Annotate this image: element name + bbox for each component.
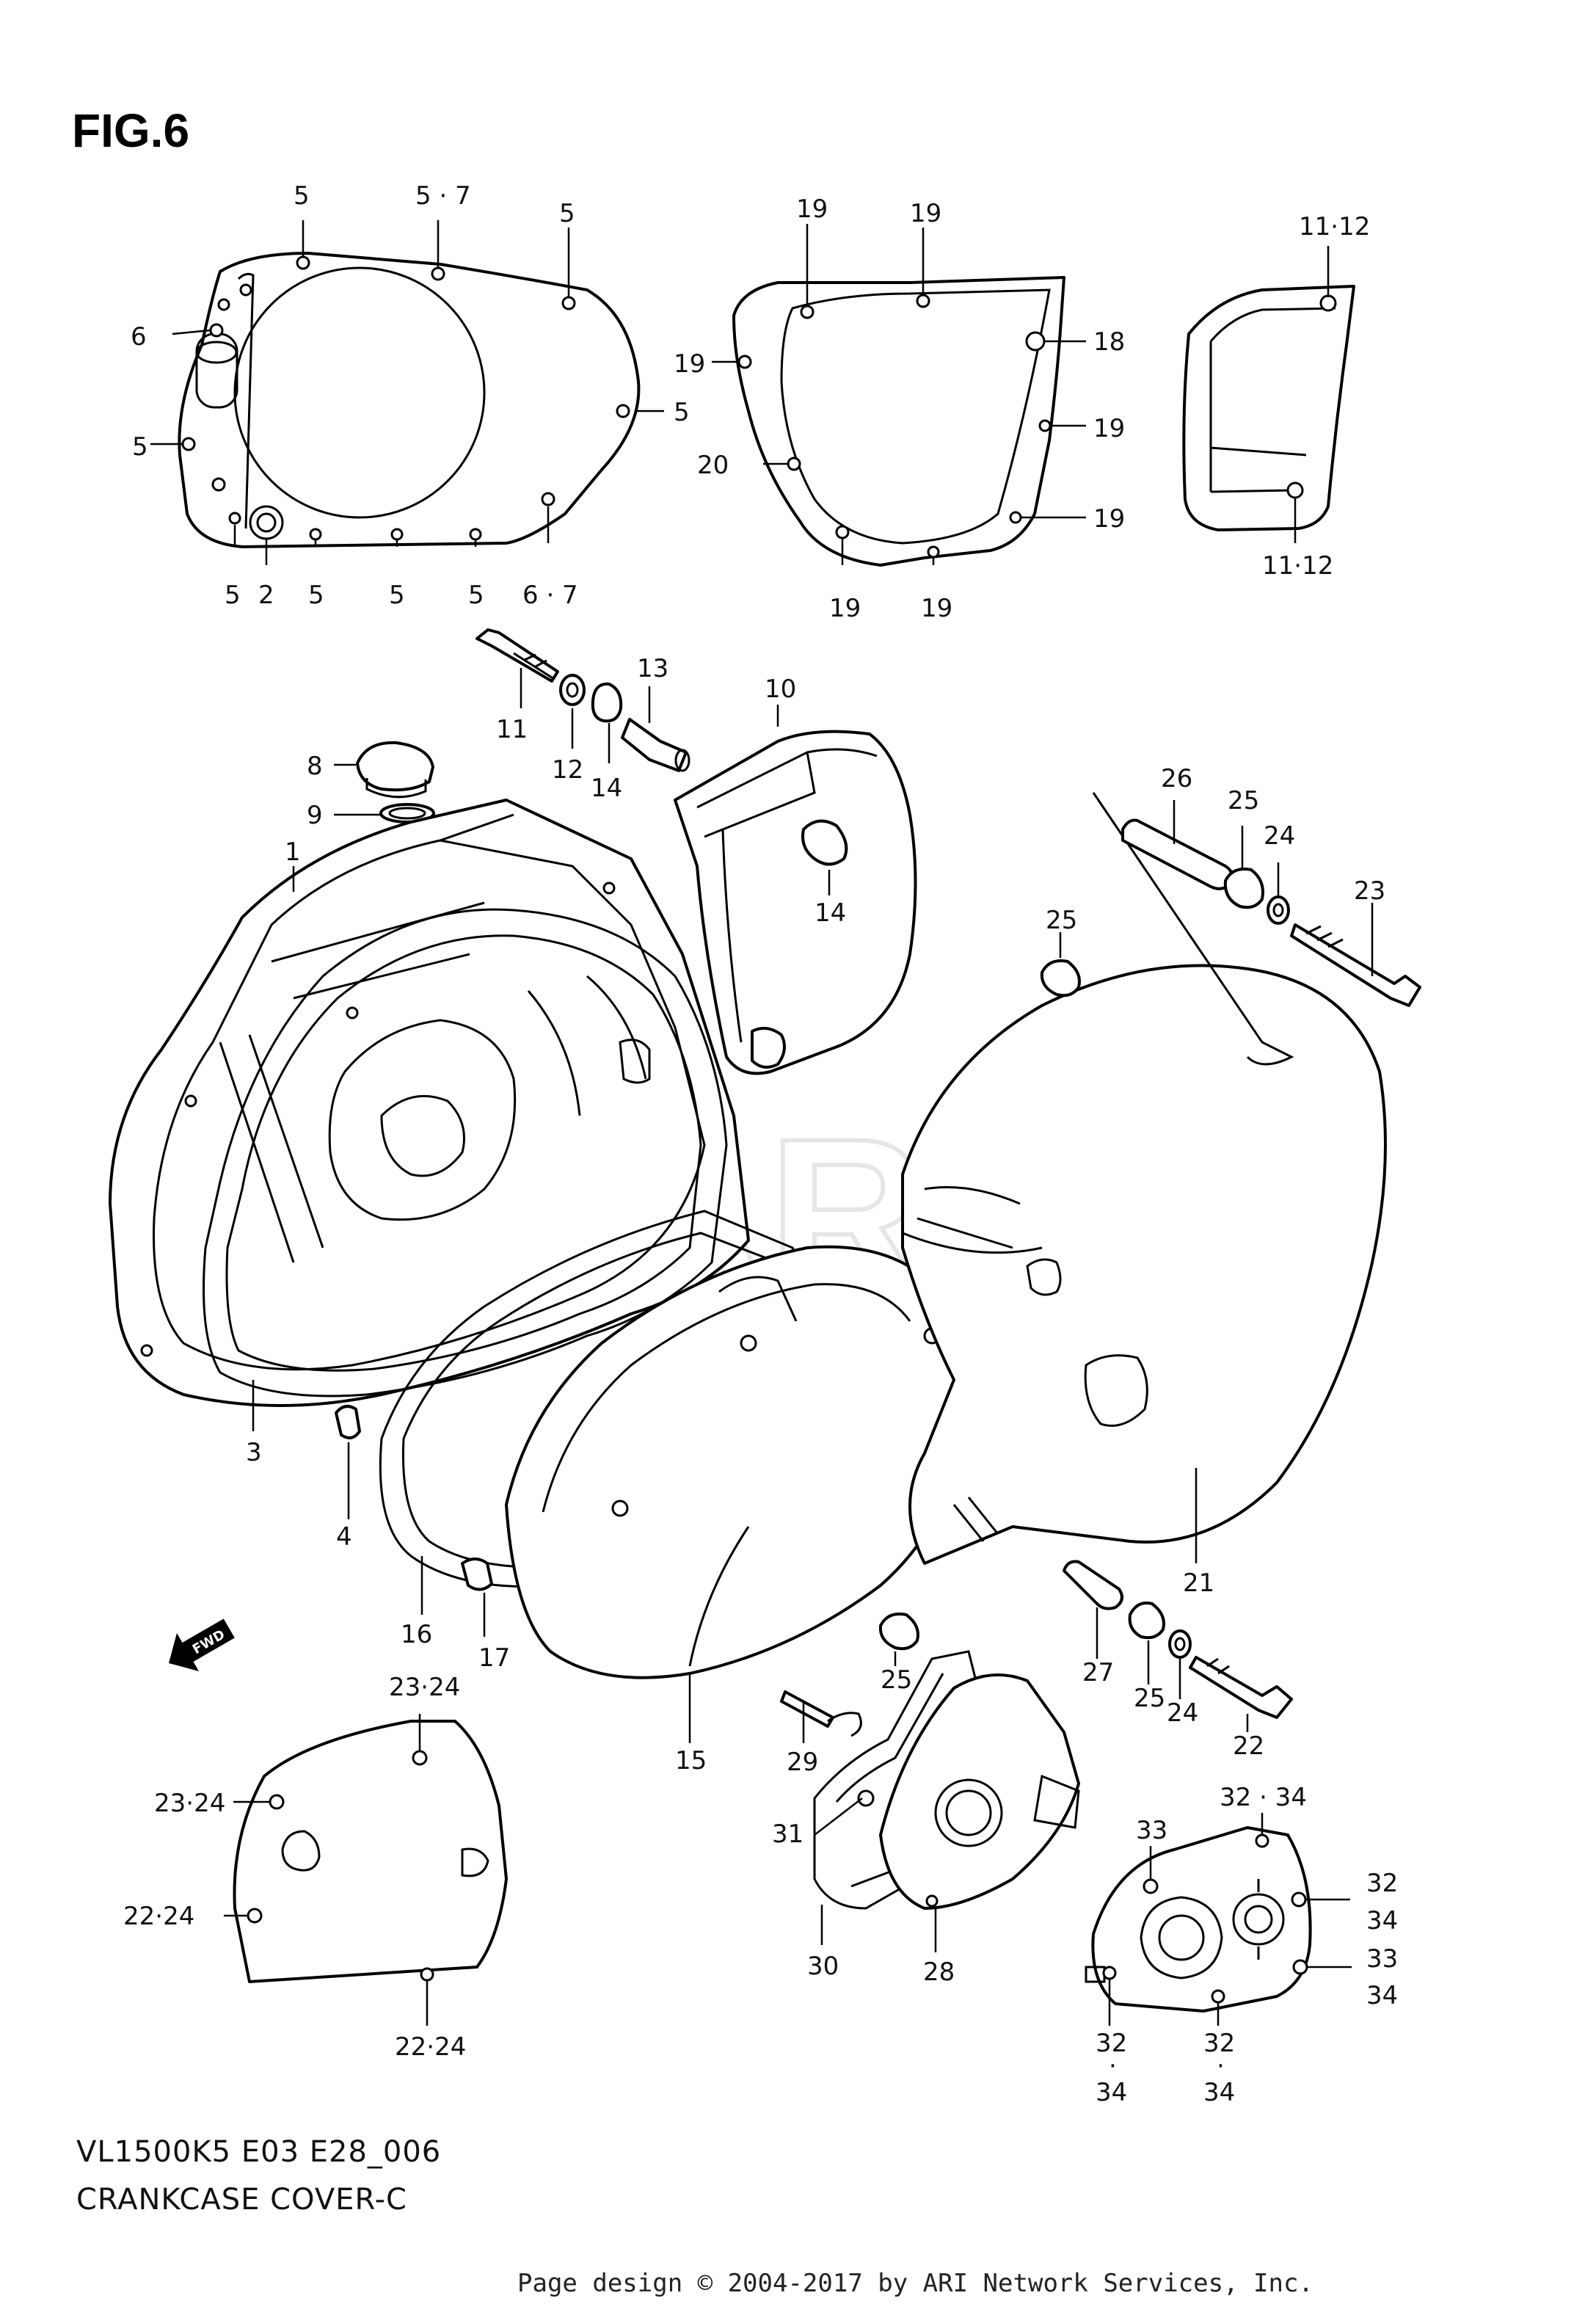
label-25: 25 <box>1228 786 1259 815</box>
bolt-assembly-right-upper <box>1040 800 1421 1007</box>
label-25: 25 <box>881 1665 912 1695</box>
label-dot: · <box>1217 2051 1225 2081</box>
label-14: 14 <box>815 898 846 928</box>
label-34: 34 <box>1096 2078 1127 2107</box>
dowel-pin-4 <box>335 1405 361 1519</box>
label-12: 12 <box>552 755 583 785</box>
label-30: 30 <box>807 1952 839 1981</box>
label-5: 5 <box>389 581 405 610</box>
label-13: 13 <box>637 654 668 683</box>
label-5: 5 <box>468 581 484 610</box>
oil-pump-housing <box>780 1650 1080 1952</box>
label-32-34: 32 · 34 <box>1220 1783 1307 1812</box>
clutch-cover <box>150 220 664 565</box>
label-32: 32 <box>1096 2029 1127 2058</box>
label-5: 5 <box>674 398 690 427</box>
label-15: 15 <box>675 1746 707 1775</box>
label-33: 33 <box>1366 1944 1398 1974</box>
label-24: 24 <box>1167 1698 1198 1728</box>
label-32: 32 <box>1366 1869 1398 1898</box>
label-2: 2 <box>258 581 274 610</box>
label-19: 19 <box>1093 504 1125 534</box>
small-cover-plate <box>1182 246 1355 543</box>
label-17: 17 <box>478 1643 510 1673</box>
crankcase-cover-main <box>109 799 750 1407</box>
forward-direction-icon: FWD <box>169 1618 235 1671</box>
label-31: 31 <box>772 1820 804 1849</box>
model-code: VL1500K5 E03 E28_006 <box>76 2135 441 2169</box>
label-8: 8 <box>307 752 323 781</box>
label-22: 22 <box>1233 1731 1264 1761</box>
label-34: 34 <box>1366 1981 1398 2010</box>
section-name: CRANKCASE COVER-C <box>76 2183 407 2217</box>
chain-guard <box>674 705 917 1075</box>
pump-cover <box>1085 1813 1352 2026</box>
label-19: 19 <box>921 594 952 623</box>
label-5: 5 <box>294 181 310 211</box>
label-9: 9 <box>307 801 323 830</box>
label-19: 19 <box>1093 414 1125 443</box>
label-5: 5 <box>225 581 241 610</box>
oil-filler-cap <box>334 741 435 824</box>
label-4: 4 <box>336 1522 352 1552</box>
label-5: 5 <box>132 432 148 462</box>
label-25: 25 <box>1046 906 1077 935</box>
label-19: 19 <box>910 199 941 228</box>
figure-title: FIG.6 <box>72 104 189 157</box>
lower-left-plate <box>224 1714 508 2026</box>
label-16: 16 <box>401 1620 432 1649</box>
label-5-7: 5 · 7 <box>415 181 471 211</box>
bolt-assembly-right-lower <box>878 1560 1293 1732</box>
label-11-12: 11·12 <box>1262 551 1333 581</box>
label-1: 1 <box>285 837 301 867</box>
label-34: 34 <box>1203 2078 1235 2107</box>
label-34: 34 <box>1366 1906 1398 1935</box>
cover-gasket <box>203 908 728 1431</box>
label-14: 14 <box>591 774 622 803</box>
label-19: 19 <box>829 594 861 623</box>
label-26: 26 <box>1161 764 1192 793</box>
label-23-24: 23·24 <box>154 1789 225 1818</box>
label-6: 6 <box>131 322 147 352</box>
outer-cover <box>901 792 1387 1565</box>
bolt-assembly-upper <box>475 628 690 772</box>
label-22-24: 22·24 <box>395 2032 466 2062</box>
page-footer: Page design © 2004-2017 by ARI Network S… <box>517 2269 1313 2298</box>
label-29: 29 <box>787 1748 818 1777</box>
label-25: 25 <box>1134 1684 1165 1713</box>
label-5: 5 <box>559 199 575 228</box>
label-19: 19 <box>674 349 705 379</box>
label-23-24: 23·24 <box>389 1673 460 1702</box>
label-dot: · <box>1109 2051 1117 2081</box>
label-32: 32 <box>1203 2029 1235 2058</box>
label-33: 33 <box>1136 1816 1167 1845</box>
label-20: 20 <box>697 451 729 480</box>
label-24: 24 <box>1264 821 1295 851</box>
label-3: 3 <box>246 1438 262 1467</box>
label-6-7: 6 · 7 <box>522 581 578 610</box>
label-27: 27 <box>1082 1658 1114 1687</box>
label-28: 28 <box>923 1957 955 1987</box>
label-11-12: 11·12 <box>1299 212 1370 241</box>
label-11: 11 <box>496 715 528 744</box>
label-21: 21 <box>1183 1568 1214 1598</box>
label-23: 23 <box>1354 876 1385 906</box>
label-18: 18 <box>1093 327 1125 357</box>
label-22-24: 22·24 <box>123 1902 194 1931</box>
label-10: 10 <box>765 675 796 704</box>
label-19: 19 <box>796 195 828 224</box>
label-5: 5 <box>308 581 324 610</box>
sprocket-cover <box>712 224 1086 567</box>
